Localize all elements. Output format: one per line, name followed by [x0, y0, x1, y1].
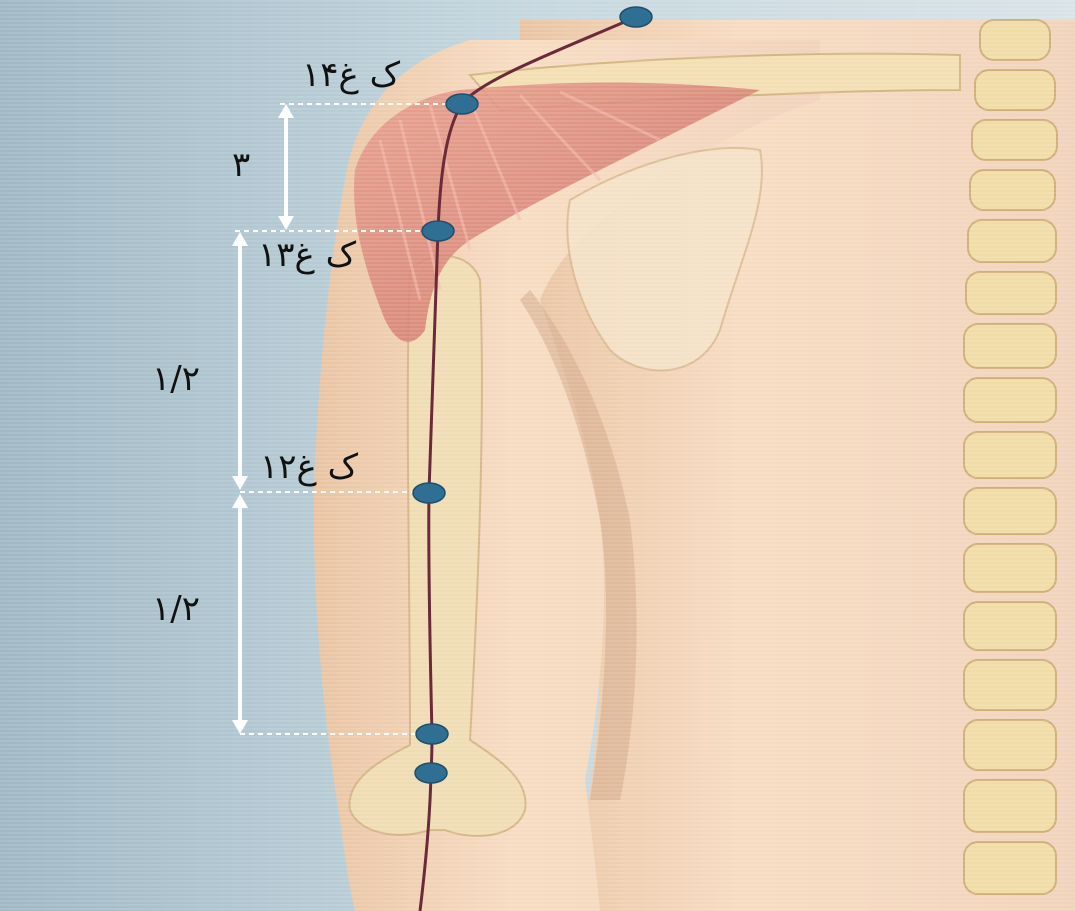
point-label-12: ک غ۱۲	[260, 450, 358, 484]
point-label-13: ک غ۱۳	[258, 238, 356, 272]
acupoint-top	[620, 7, 652, 27]
measure-label-2: ۱/۲	[152, 362, 200, 396]
acupoint-elbow-2	[415, 763, 447, 783]
measure-label-1: ۳	[232, 148, 250, 182]
acupoint-12	[413, 483, 445, 503]
point-label-14: ک غ۱۴	[302, 58, 400, 92]
acupoint-14	[446, 94, 478, 114]
acupoint-elbow-1	[416, 724, 448, 744]
measure-label-3: ۱/۲	[152, 592, 200, 626]
acupoint-13	[422, 221, 454, 241]
